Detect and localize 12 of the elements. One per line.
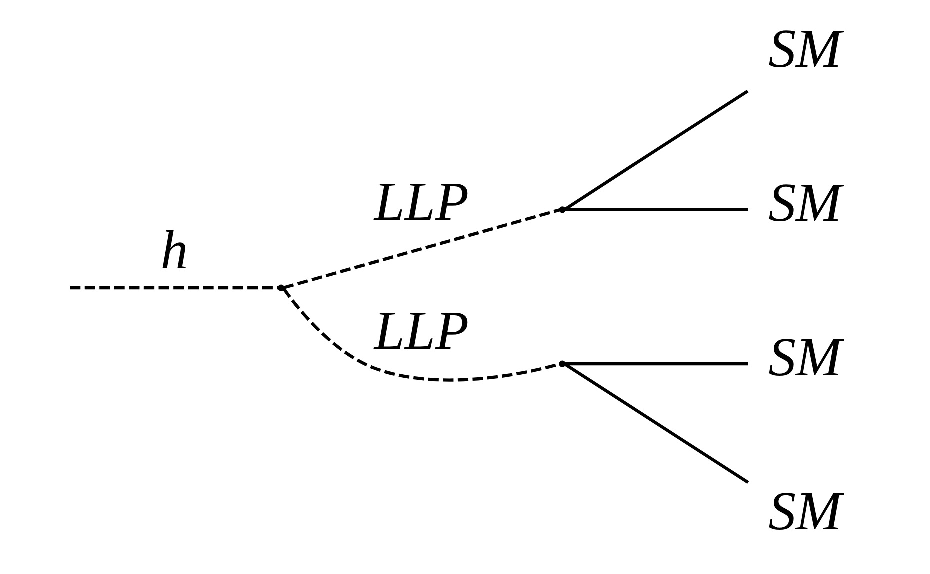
node-point <box>277 284 284 292</box>
connector <box>563 362 749 484</box>
connector <box>564 208 748 212</box>
node-point <box>558 206 566 214</box>
connector <box>564 362 748 366</box>
edge-label: LLP <box>374 171 468 232</box>
connector <box>282 208 560 290</box>
connector <box>564 90 748 211</box>
edge-label: LLP <box>374 300 468 361</box>
edge-label: h <box>160 220 188 281</box>
node-point <box>558 360 566 368</box>
connector <box>70 286 278 290</box>
